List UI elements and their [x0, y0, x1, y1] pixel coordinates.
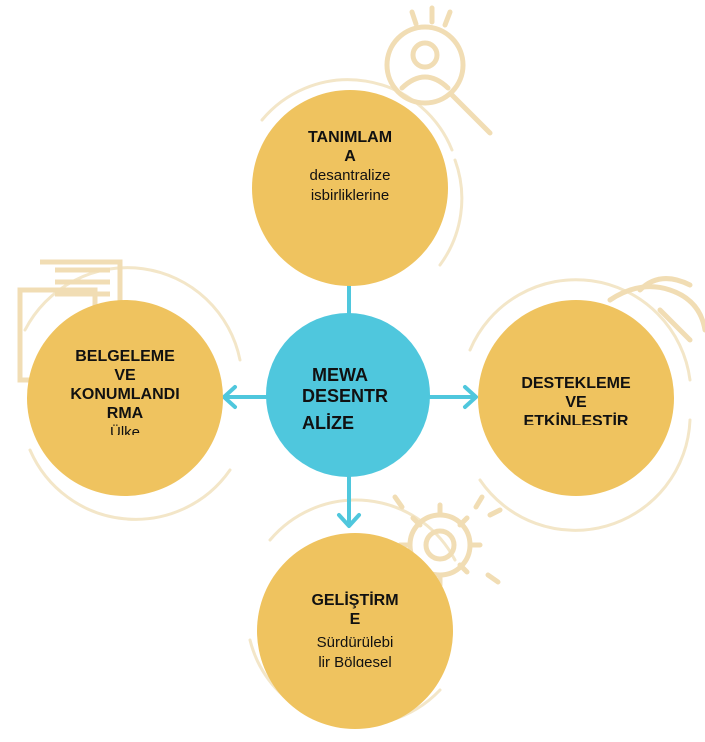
- node-tanimlama: TANIMLAM A desantralize isbirliklerine: [252, 90, 448, 286]
- ring-top: [260, 78, 454, 152]
- node-desc-clip: Ülke: [60, 423, 190, 435]
- arrow-left: [222, 385, 268, 409]
- node-title-line: ETKİNLEŞTİR: [523, 413, 629, 425]
- node-desc-line: desantralize: [309, 167, 391, 184]
- node-title-line: VE: [114, 367, 136, 384]
- node-gelistirme: GELİŞTİRM E Sürdürülebi lir Bölgesel: [257, 533, 453, 729]
- ring-top-right: [438, 158, 464, 267]
- node-title-line: A: [344, 148, 356, 165]
- ring-right-bottom: [478, 418, 692, 532]
- node-destekleme: DESTEKLEME VE ETKİNLEŞTİR: [478, 300, 674, 496]
- node-title-line: RMA: [106, 405, 144, 422]
- handshake-icon: [607, 276, 705, 343]
- node-title-clip: ETKİNLEŞTİR: [511, 412, 641, 425]
- node-center-mewa: MEWA DESENTR ALİZE: [266, 313, 430, 477]
- node-title-line: E: [349, 611, 361, 628]
- node-title-line: VE: [565, 394, 587, 411]
- node-title-line: TANIMLAM: [307, 129, 393, 146]
- ring-left-bottom: [28, 448, 232, 521]
- node-belgeleme: BELGELEME VE KONUMLANDI RMA Ülke: [27, 300, 223, 496]
- center-line: MEWA: [312, 365, 368, 385]
- node-desc-line: Sürdürülebi: [316, 634, 394, 651]
- node-desc-clip: lir Bölgesel: [309, 653, 401, 667]
- center-line: ALİZE: [302, 413, 354, 433]
- node-title-line: KONUMLANDI: [70, 386, 180, 403]
- ring-left: [23, 266, 242, 362]
- arrow-down: [337, 475, 361, 528]
- center-line: DESENTR: [302, 386, 389, 406]
- search-user-icon: [384, 5, 493, 136]
- node-title-line: DESTEKLEME: [521, 375, 631, 392]
- node-desc-line: isbirliklerine: [310, 187, 390, 204]
- gear-icon: [392, 494, 503, 588]
- node-title-line: BELGELEME: [75, 348, 175, 365]
- ring-bottom-top: [268, 498, 457, 562]
- arrow-right: [428, 385, 478, 409]
- ring-right: [468, 278, 692, 382]
- node-desc-line: Ülke: [109, 424, 140, 435]
- node-title-line: GELİŞTİRM: [311, 592, 399, 609]
- node-desc-line: lir Bölgesel: [318, 654, 392, 667]
